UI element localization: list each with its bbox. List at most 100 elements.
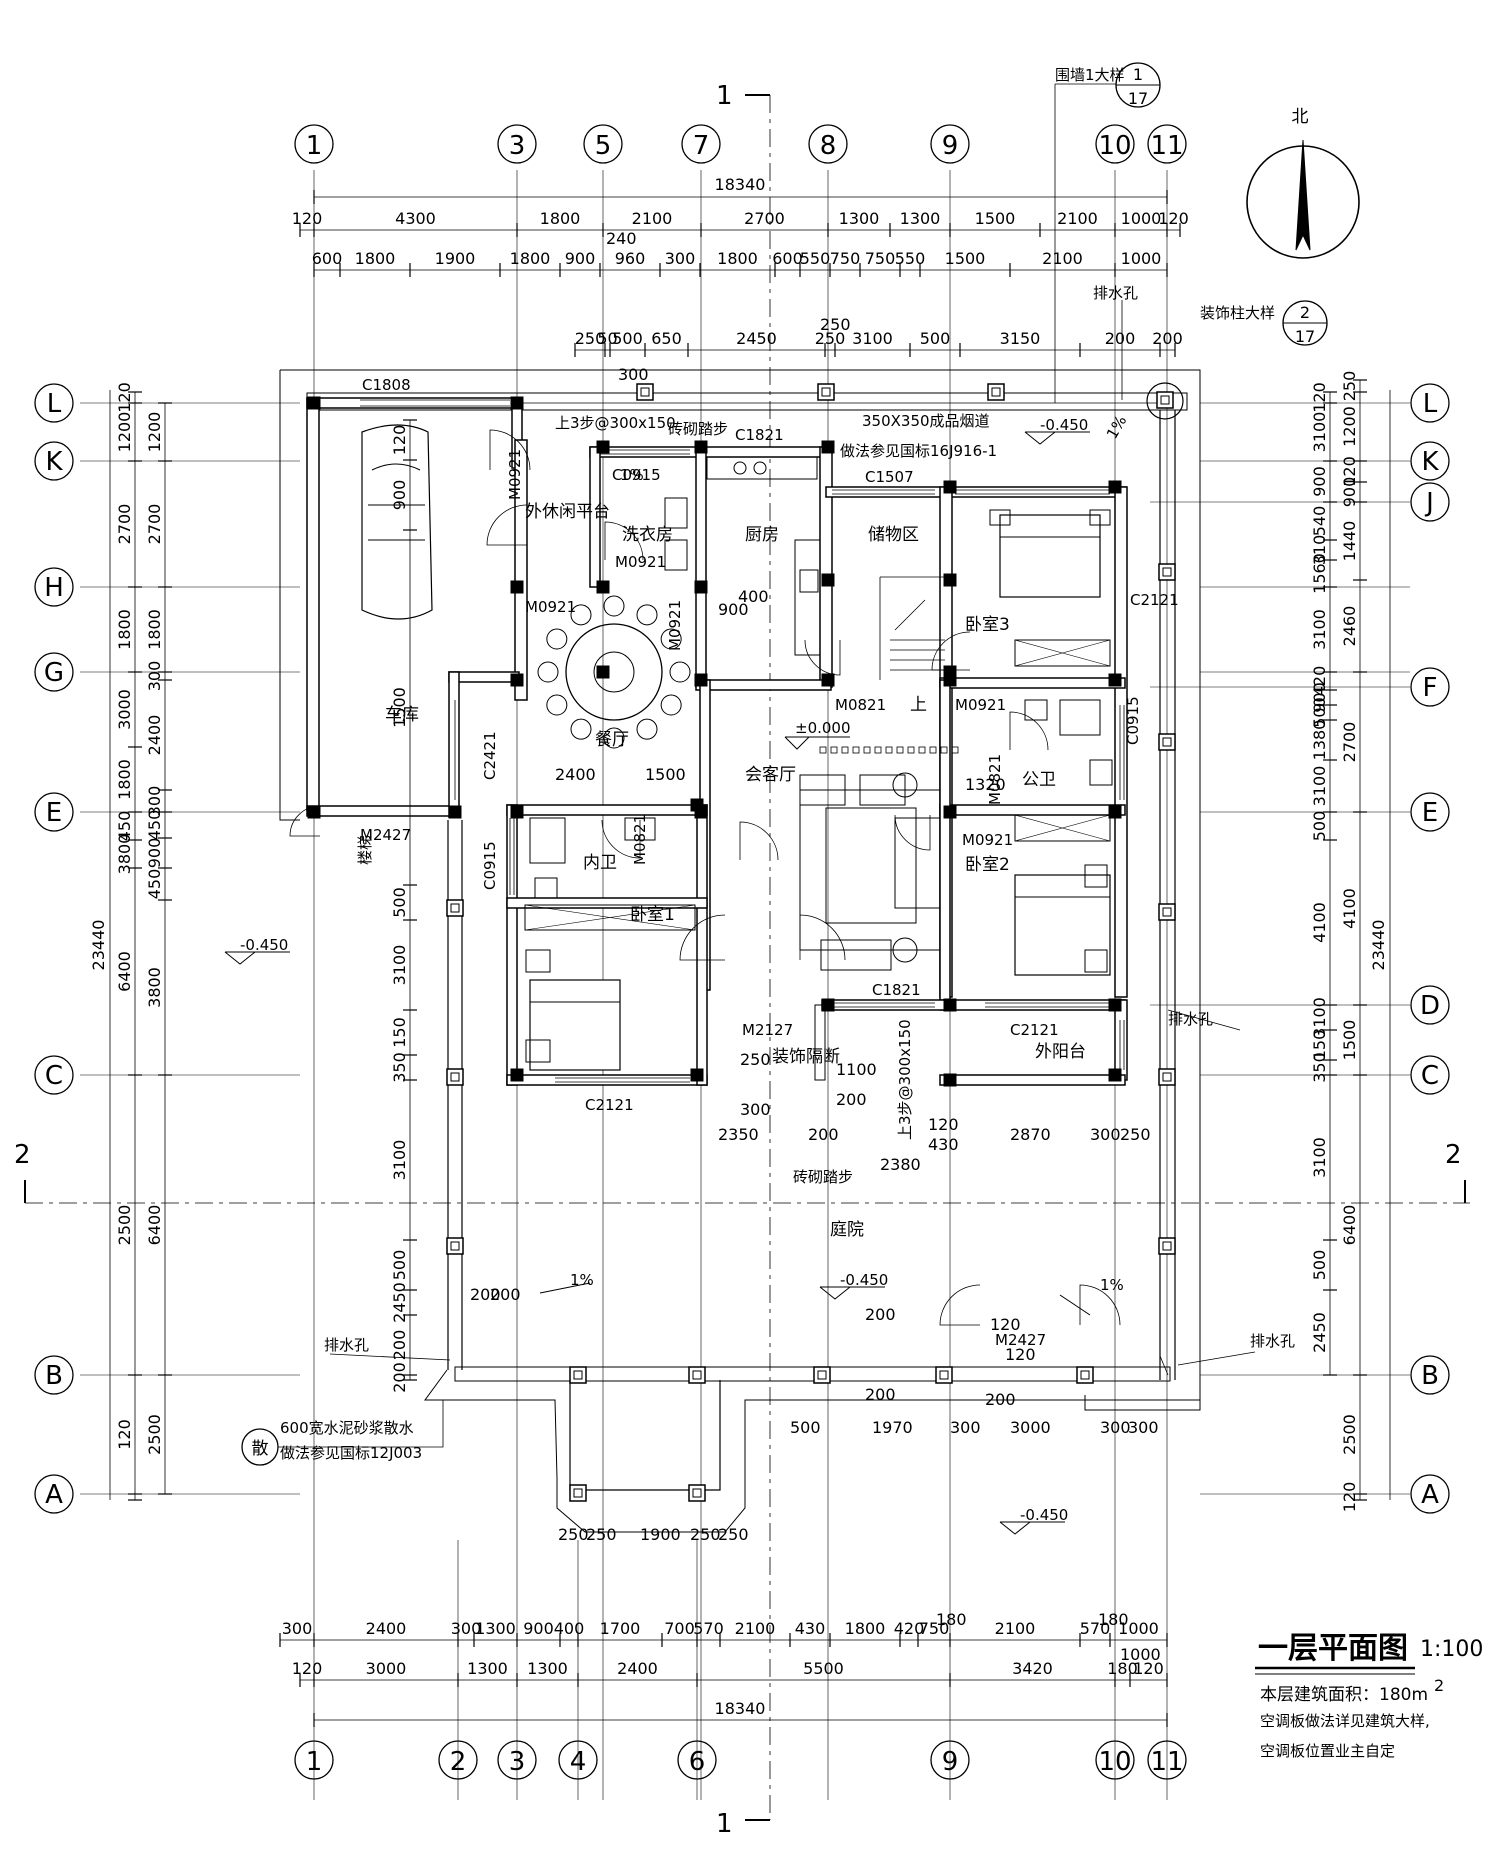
armchair <box>799 774 846 806</box>
wall <box>939 677 1126 689</box>
door-swing <box>289 805 321 837</box>
wall-column <box>694 440 708 454</box>
courtyard-outline <box>424 1369 1200 1533</box>
drawing-annotation: ±0.000 <box>795 719 851 737</box>
nightstand <box>1084 949 1108 973</box>
dim-label: 1500 <box>1340 1020 1359 1061</box>
dim-label: 2700 <box>744 209 785 228</box>
axis-bubble-top <box>930 124 970 164</box>
drawing-annotation: 做法参见国标16J916-1 <box>840 442 997 460</box>
dim-label: 1000 <box>1121 249 1162 268</box>
dim-label: 900 <box>390 480 409 511</box>
drawing-annotation: C0915 <box>481 841 499 890</box>
living-carpet <box>799 789 941 951</box>
dining-chair <box>570 718 592 740</box>
bed-pillow-area <box>529 979 621 1003</box>
drawing-annotation: C1808 <box>362 376 411 394</box>
dining-chair <box>636 718 658 740</box>
room-label-bed2: 卧室2 <box>965 855 1010 875</box>
drawing-annotation: M0821 <box>631 814 649 865</box>
axis-label-bottom: 9 <box>942 1747 959 1777</box>
drawing-annotation: M0921 <box>666 600 684 651</box>
dim-label-inner: 250 <box>558 1525 589 1544</box>
drawing-note-2: 空调板位置业主自定 <box>1260 1742 1395 1760</box>
axis-bubble-left <box>34 792 74 832</box>
drawing-annotation: M0921 <box>506 449 524 500</box>
axis-label-bottom: 11 <box>1150 1747 1183 1777</box>
dim-label: 300 <box>282 1619 313 1638</box>
dim-label: 750 <box>865 249 896 268</box>
dim-label: 430 <box>795 1619 826 1638</box>
drawing-annotation: M0821 <box>835 696 886 714</box>
dim-label: 120 <box>1158 209 1189 228</box>
dim-label: 1000 <box>1118 1619 1159 1638</box>
dim-label-inner: 250 <box>1120 1125 1151 1144</box>
dim-label: 960 <box>615 249 646 268</box>
dim-label: 300 <box>618 365 649 384</box>
drawing-annotation: 砖砌踏步 <box>793 1168 853 1186</box>
dim-label: 500 <box>390 887 409 918</box>
door-swing <box>939 1284 981 1326</box>
axis-label-top: 8 <box>820 131 837 161</box>
room-label-bath_pub: 公卫 <box>1022 770 1056 790</box>
room-label-kitchen: 厨房 <box>745 525 779 545</box>
stove-burner <box>733 461 747 475</box>
dim-label: 900 <box>523 1619 554 1638</box>
dim-label-inner: 1900 <box>640 1525 681 1544</box>
wall <box>695 679 832 691</box>
axis-label-bottom: 4 <box>570 1747 587 1777</box>
dim-label: 240 <box>606 229 637 248</box>
wall <box>506 804 518 1086</box>
wall-column <box>510 805 524 819</box>
decorative-screen <box>814 1004 826 1081</box>
axis-bubble-right <box>1410 667 1450 707</box>
wall <box>939 679 951 1001</box>
dim-label-inner: 1100 <box>836 1060 877 1079</box>
axis-bubble-bottom <box>1095 1740 1135 1780</box>
kitchen-sink <box>799 569 819 593</box>
axis-bubble-right <box>1410 441 1450 481</box>
callout-leader <box>1167 1009 1241 1031</box>
axis-label-top: 10 <box>1098 131 1131 161</box>
dim-label: 550 <box>800 249 831 268</box>
room-label-yard: 庭院 <box>830 1220 864 1240</box>
stove-burner <box>753 461 767 475</box>
drawing-annotation: 350X350成品烟道 <box>862 412 990 430</box>
door-swing <box>1009 711 1049 751</box>
wall-column <box>510 396 524 410</box>
sofa <box>894 817 941 909</box>
drawing-annotation: -0.450 <box>1040 416 1088 434</box>
dim-label: 420 <box>1310 666 1329 697</box>
dim-label: 3100 <box>1310 766 1329 807</box>
door-swing <box>486 504 528 546</box>
dim-label-inner: 200 <box>836 1090 867 1109</box>
drawing-annotation: C2121 <box>1130 591 1179 609</box>
decorative-column <box>1076 1366 1094 1384</box>
axis-bubble-top <box>681 124 721 164</box>
decorative-column-core <box>991 387 1001 397</box>
courtyard-wall-south <box>454 1366 1171 1382</box>
door-swing <box>489 429 531 471</box>
wall-column <box>1108 805 1122 819</box>
axis-bubble-bottom <box>558 1740 598 1780</box>
dim-label: 2100 <box>632 209 673 228</box>
axis-label-top: 11 <box>1150 131 1183 161</box>
dim-label: 1300 <box>467 1659 508 1678</box>
dim-label: 550 <box>895 249 926 268</box>
drawing-annotation: 排水孔 <box>1093 284 1138 302</box>
dim-label: 200 <box>1105 329 1136 348</box>
decorative-column-core <box>450 1072 460 1082</box>
axis-label-bottom: 1 <box>306 1747 323 1777</box>
axis-label-bottom: 6 <box>689 1747 706 1777</box>
axis-bubble-right <box>1410 383 1450 423</box>
wall-column <box>307 396 321 410</box>
wall-column <box>1108 673 1122 687</box>
dim-label: 2400 <box>617 1659 658 1678</box>
drawing-annotation: 排水孔 <box>1168 1010 1213 1028</box>
decorative-column-core <box>939 1370 949 1380</box>
dim-label: 3100 <box>1310 412 1329 453</box>
dim-label-inner: 300 <box>950 1418 981 1437</box>
drawing-annotation: C0915 <box>1124 696 1142 745</box>
dim-label-inner: 300 <box>1090 1125 1121 1144</box>
axis-bubble-left <box>34 1055 74 1095</box>
